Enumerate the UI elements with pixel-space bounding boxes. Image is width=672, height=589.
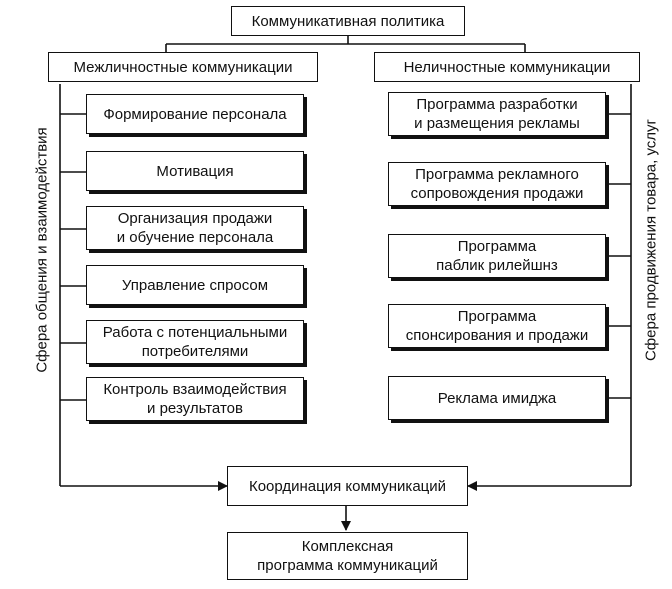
left-item-label: Организация продажи и обучение персонала xyxy=(116,210,274,246)
title-text: Коммуникативная политика xyxy=(251,12,445,30)
right-item-label: Реклама имиджа xyxy=(437,389,557,407)
right-header-text: Неличностные коммуникации xyxy=(403,58,611,76)
right-item-2: Программа рекламного сопровождения прода… xyxy=(388,162,606,206)
left-item-3: Организация продажи и обучение персонала xyxy=(86,206,304,250)
right-item-label: Программа разработки и размещения реклам… xyxy=(414,96,580,132)
complex-program-box: Комплексная программа коммуникаций xyxy=(227,532,468,580)
coordination-box: Координация коммуникаций xyxy=(227,466,468,506)
complex-program-text: Комплексная программа коммуникаций xyxy=(257,538,438,574)
right-item-1: Программа разработки и размещения реклам… xyxy=(388,92,606,136)
left-header-text: Межличностные коммуникации xyxy=(73,58,293,76)
right-header-box: Неличностные коммуникации xyxy=(374,52,640,82)
left-item-label: Работа с потенциальными потребителями xyxy=(102,324,288,360)
left-side-label: Сфера общения и взаимодействия xyxy=(33,127,51,373)
left-item-label: Мотивация xyxy=(156,162,234,180)
left-item-label: Формирование персонала xyxy=(103,105,287,123)
right-side-label: Сфера продвижения товара, услуг xyxy=(642,118,660,362)
left-header-box: Межличностные коммуникации xyxy=(48,52,318,82)
left-item-label: Контроль взаимодействия и результатов xyxy=(103,381,287,417)
right-item-label: Программа спонсирования и продажи xyxy=(405,308,589,344)
left-item-5: Работа с потенциальными потребителями xyxy=(86,320,304,364)
coordination-text: Координация коммуникаций xyxy=(248,477,447,495)
left-item-2: Мотивация xyxy=(86,151,304,191)
right-item-3: Программа паблик рилейшнз xyxy=(388,234,606,278)
right-item-label: Программа рекламного сопровождения прода… xyxy=(410,166,584,202)
left-item-label: Управление спросом xyxy=(121,276,269,294)
title-box: Коммуникативная политика xyxy=(231,6,465,36)
left-item-4: Управление спросом xyxy=(86,265,304,305)
left-item-1: Формирование персонала xyxy=(86,94,304,134)
right-item-4: Программа спонсирования и продажи xyxy=(388,304,606,348)
right-item-label: Программа паблик рилейшнз xyxy=(436,238,558,274)
right-item-5: Реклама имиджа xyxy=(388,376,606,420)
left-item-6: Контроль взаимодействия и результатов xyxy=(86,377,304,421)
